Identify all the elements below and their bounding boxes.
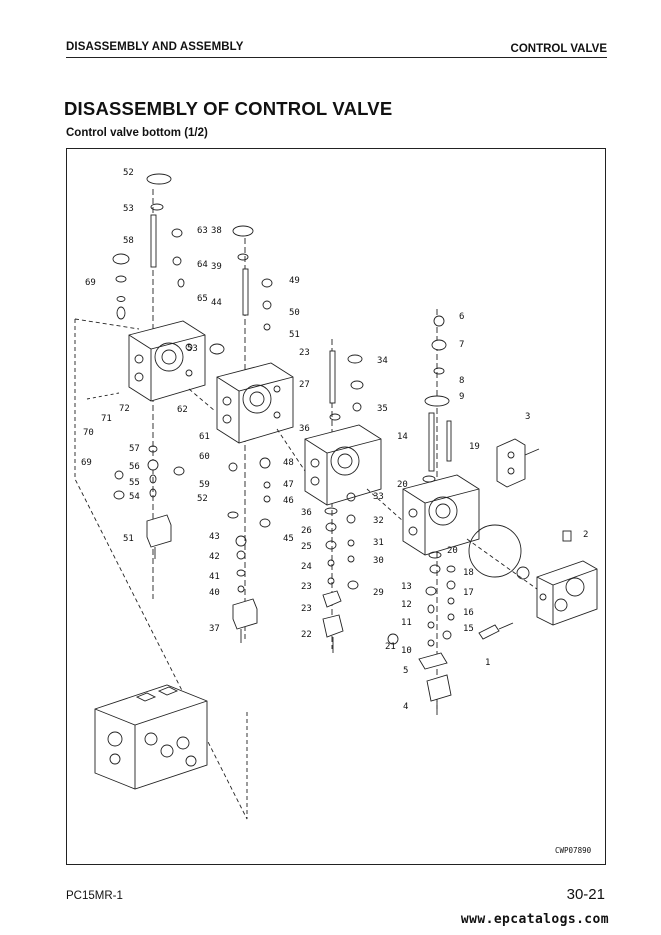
callout-42: 42 <box>209 552 220 562</box>
callout-55: 52 <box>123 168 134 178</box>
callout-36b: 36 <box>301 508 312 518</box>
callout-56: 53 <box>123 204 134 214</box>
callout-8: 8 <box>459 376 464 386</box>
callout-57: 54 <box>129 492 140 502</box>
callout-23: 23 <box>299 348 310 358</box>
callout-69: 69 <box>85 278 96 288</box>
callout-69b: 69 <box>81 458 92 468</box>
header-rule <box>66 57 607 58</box>
header-section-left: DISASSEMBLY AND ASSEMBLY <box>66 41 244 53</box>
callout-35: 35 <box>377 404 388 414</box>
callout-66: 63 <box>197 226 208 236</box>
header-section-right: CONTROL VALVE <box>510 43 607 55</box>
callout-29: 29 <box>373 588 384 598</box>
callout-12: 12 <box>401 600 412 610</box>
callout-28: 27 <box>299 380 310 390</box>
callout-54: 51 <box>123 534 134 544</box>
callout-64: 61 <box>199 432 210 442</box>
callout-13: 13 <box>401 582 412 592</box>
callout-59: 56 <box>129 462 140 472</box>
callout-15: 15 <box>463 624 474 634</box>
watermark: www.epcatalogs.com <box>460 912 609 927</box>
callout-1: 1 <box>485 658 490 668</box>
callout-30: 30 <box>373 556 384 566</box>
callout-21: 21 <box>385 642 396 652</box>
callout-60: 57 <box>129 444 140 454</box>
callout-70: 70 <box>83 428 94 438</box>
callout-45: 45 <box>283 534 294 544</box>
callout-38: 38 <box>211 226 222 236</box>
callout-65: 62 <box>177 405 188 415</box>
footer-page-number: 30-21 <box>566 886 605 903</box>
callout-2: 2 <box>583 530 588 540</box>
figure-subtitle: Control valve bottom (1/2) <box>66 127 208 139</box>
page-title: DISASSEMBLY OF CONTROL VALVE <box>64 98 393 119</box>
callout-72: 72 <box>119 404 130 414</box>
callout-33: 33 <box>373 492 384 502</box>
callout-23b: 23 <box>301 604 312 614</box>
callout-6: 6 <box>459 312 464 322</box>
callout-36: 36 <box>299 424 310 434</box>
callout-20: 20 <box>397 480 408 490</box>
callout-68: 65 <box>197 294 208 304</box>
callout-39: 39 <box>211 262 222 272</box>
part-callouts: 52 53 58 69 63 64 65 38 39 44 49 50 51 5… <box>81 168 592 855</box>
callout-32: 32 <box>373 516 384 526</box>
callout-53: 53 <box>187 344 198 354</box>
callout-63: 60 <box>199 452 210 462</box>
exploded-diagram: 52 53 58 69 63 64 65 38 39 44 49 50 51 5… <box>74 168 598 855</box>
footer-model: PC15MR-1 <box>66 890 123 902</box>
callout-3: 3 <box>525 412 530 422</box>
callout-5: 5 <box>403 666 408 676</box>
callout-7: 7 <box>459 340 464 350</box>
callout-34: 34 <box>377 356 388 366</box>
callout-11: 11 <box>401 618 412 628</box>
callout-61: 58 <box>123 236 134 246</box>
callout-40: 40 <box>209 588 220 598</box>
callout-31: 31 <box>373 538 384 548</box>
callout-49: 49 <box>289 276 300 286</box>
figure-code: CWP07890 <box>555 846 592 855</box>
callout-16: 16 <box>463 608 474 618</box>
callout-37: 37 <box>209 624 220 634</box>
callout-17: 17 <box>463 588 474 598</box>
callout-67: 64 <box>197 260 208 270</box>
callout-26: 25 <box>301 542 312 552</box>
callout-14: 14 <box>397 432 408 442</box>
callout-71: 71 <box>101 414 112 424</box>
callout-10: 10 <box>401 646 412 656</box>
callout-20b: 20 <box>447 546 458 556</box>
callout-48: 48 <box>283 458 294 468</box>
callout-24: 23 <box>301 582 312 592</box>
callout-22: 22 <box>301 630 312 640</box>
exploded-view-figure: 52 53 58 69 63 64 65 38 39 44 49 50 51 5… <box>66 148 606 865</box>
callout-41: 41 <box>209 572 220 582</box>
callout-25: 24 <box>301 562 312 572</box>
callout-46: 46 <box>283 496 294 506</box>
callout-44: 44 <box>211 298 222 308</box>
callout-52: 52 <box>197 494 208 504</box>
callout-43: 43 <box>209 532 220 542</box>
callout-58: 55 <box>129 478 140 488</box>
callout-27: 26 <box>301 526 312 536</box>
callout-9: 9 <box>459 392 464 402</box>
callout-4: 4 <box>403 702 408 712</box>
callout-50: 50 <box>289 308 300 318</box>
callout-47: 47 <box>283 480 294 490</box>
callout-62: 59 <box>199 480 210 490</box>
callout-19: 19 <box>469 442 480 452</box>
callout-18: 18 <box>463 568 474 578</box>
callout-51: 51 <box>289 330 300 340</box>
